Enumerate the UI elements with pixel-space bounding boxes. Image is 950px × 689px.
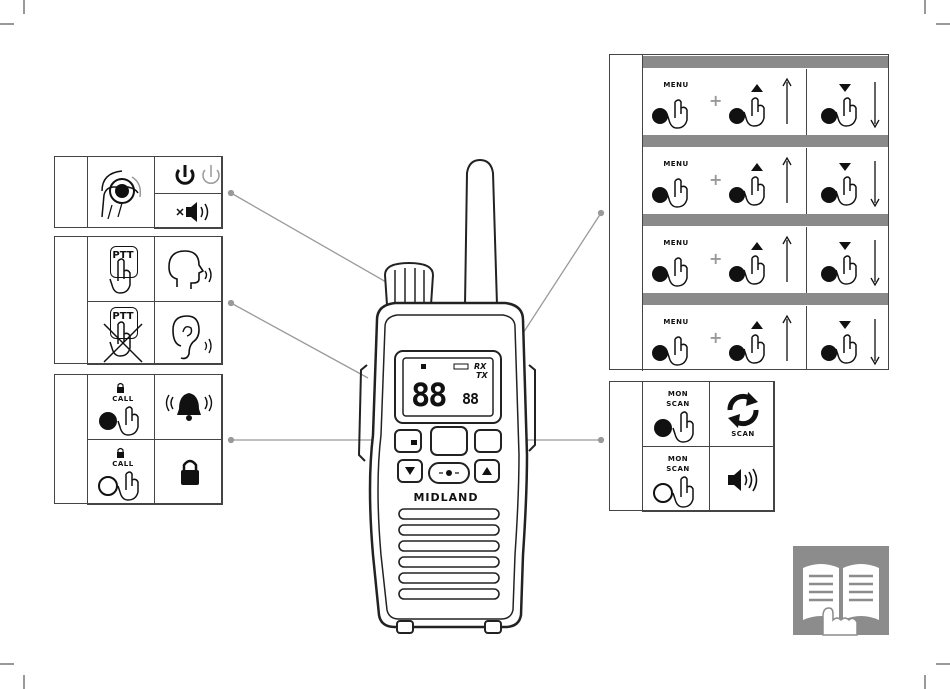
up-arrow-icon	[751, 242, 763, 250]
finger-press-icon	[673, 412, 693, 442]
menu-row-1: MENU +	[609, 54, 889, 134]
power-cell	[154, 156, 223, 194]
talk-icon	[155, 237, 224, 303]
volume-knob-icon	[88, 157, 156, 229]
up-arrow-icon	[751, 84, 763, 92]
call-label: CALL	[108, 396, 138, 403]
power-off-icon	[203, 165, 219, 183]
scan-cycle-icon	[710, 382, 776, 448]
side-grip	[359, 365, 367, 461]
filled-button-icon	[99, 412, 117, 430]
listen-cell	[154, 301, 223, 365]
down-arrow-icon	[839, 242, 851, 250]
display-subchannel-digits: 88	[462, 390, 478, 408]
lock-cell	[154, 439, 223, 505]
finger-release-crossed-icon	[88, 302, 156, 366]
mon-scan-button	[475, 430, 501, 452]
menu-row-4: MENU +	[609, 291, 889, 370]
up-arrow-icon	[751, 163, 763, 171]
walkie-talkie-illustration	[355, 155, 545, 640]
down-arrow-icon	[839, 321, 851, 329]
filled-button-icon	[654, 419, 672, 437]
down-arrow-icon	[839, 163, 851, 171]
display-lock-icon	[421, 364, 426, 369]
display-channel-digits: 88	[411, 376, 446, 414]
finger-press-icon	[118, 472, 138, 500]
power-volume-panel	[54, 156, 222, 228]
manual-book-icon	[793, 546, 889, 635]
call-lock-panel: CALL CALL	[54, 374, 222, 504]
mon-scan-panel: MON SCAN SCAN MON SCAN	[609, 381, 774, 511]
call-label-2: CALL	[108, 461, 138, 468]
scan-result-cell: SCAN	[709, 381, 775, 447]
up-arrow-icon	[751, 321, 763, 329]
brand-logo: MIDLAND	[404, 491, 488, 504]
scan-result-label: SCAN	[710, 431, 776, 438]
finger-press-icon	[118, 407, 138, 435]
menu-row-3: MENU +	[609, 212, 889, 292]
menu-row-2: MENU +	[609, 133, 889, 213]
volume-cell	[154, 193, 223, 229]
menu-rows: MENU + MENU + MENU +	[609, 54, 889, 370]
volume-icon	[186, 202, 208, 222]
lock-icon	[155, 440, 224, 506]
antenna	[465, 160, 497, 305]
menu-button	[431, 427, 467, 455]
mon-scan-release-cell: MON SCAN	[642, 446, 710, 512]
mute-icon	[177, 209, 183, 215]
empty-button-icon	[654, 484, 672, 502]
speaker-sound-icon	[710, 447, 776, 513]
down-arrow-icon	[839, 84, 851, 92]
listen-icon	[155, 302, 224, 366]
small-lock-icon	[117, 384, 124, 394]
power-icon	[177, 165, 193, 183]
ptt-release-cell: PTT	[87, 301, 155, 365]
small-lock-icon	[117, 449, 124, 459]
ptt-panel: PTT PTT	[54, 236, 222, 364]
ptt-press-cell: PTT	[87, 236, 155, 302]
alarm-cell	[154, 374, 223, 440]
finger-press-icon	[673, 477, 693, 507]
call-release-cell: CALL	[87, 439, 155, 505]
call-press-cell: CALL	[87, 374, 155, 440]
empty-button-icon	[99, 477, 117, 495]
display-rx: RX	[474, 362, 486, 371]
display-tx: TX	[476, 371, 488, 380]
volume-knob	[385, 263, 433, 305]
talk-cell	[154, 236, 223, 302]
knob-cell	[87, 156, 155, 228]
mon-scan-press-cell: MON SCAN	[642, 381, 710, 447]
alarm-bell-icon	[155, 375, 224, 441]
finger-press-icon	[88, 237, 156, 303]
monitor-result-cell	[709, 446, 775, 512]
call-lock-button	[395, 430, 421, 452]
